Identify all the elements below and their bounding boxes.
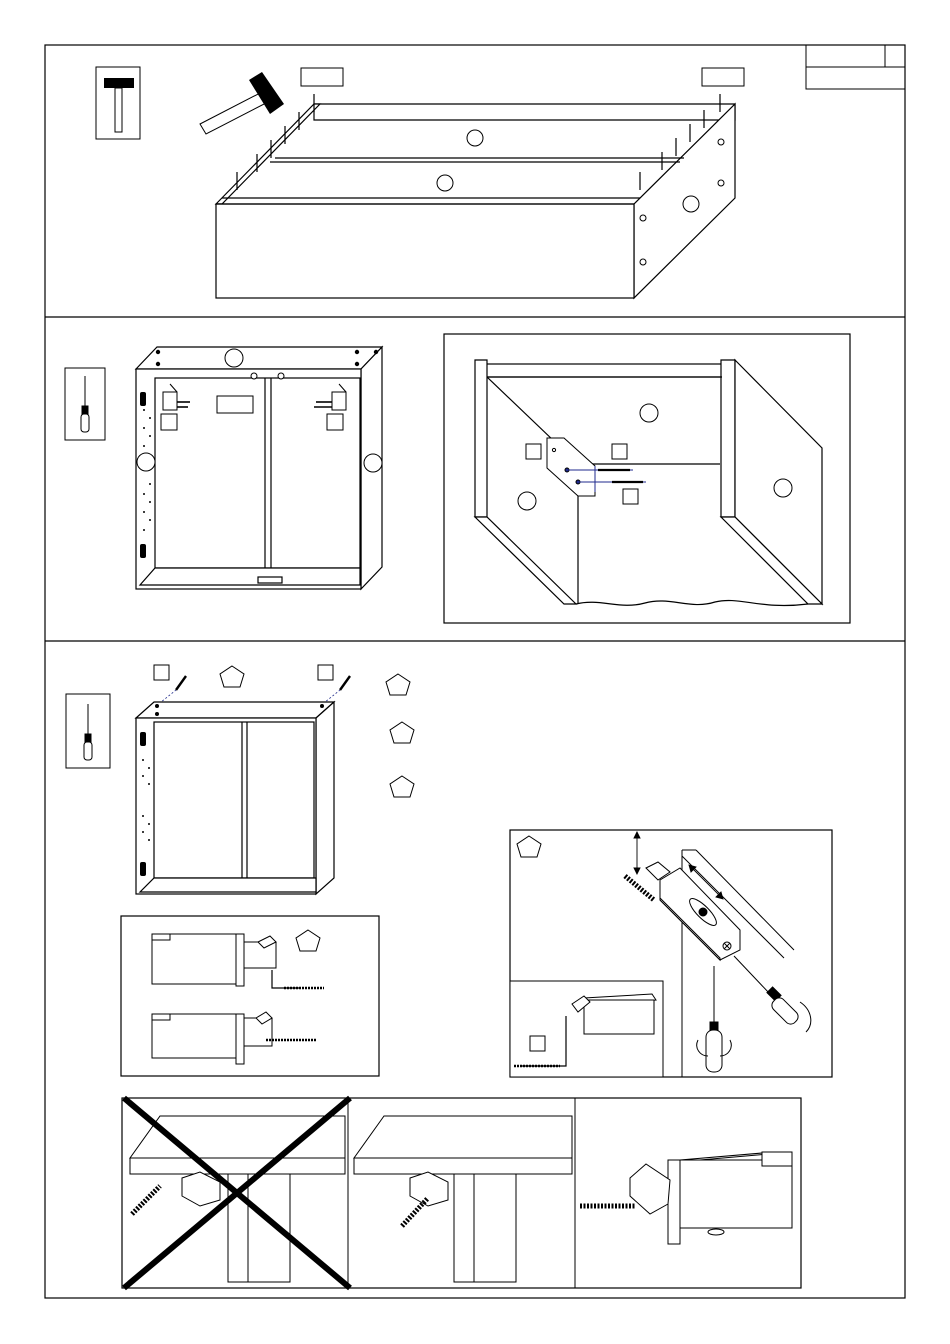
cabinet-front-view-step3 [136,702,334,894]
inset-label-square [530,1036,545,1051]
screwdriver-icon [81,376,89,432]
part-marker-shelf [437,175,453,191]
cabinet-front-view [136,347,382,589]
mounting-views-strip [122,1098,801,1288]
label-square-left [161,414,177,430]
hammer-tool-box [96,67,140,139]
hammer-illustration [200,72,284,134]
part-marker-side [683,196,699,212]
detail-square-left [526,444,541,459]
part-marker-right-side [364,454,382,472]
hammer-icon [104,78,134,132]
nail-label-box-left [301,68,343,86]
screwdriver-tool-box-step3 [66,694,110,768]
pentagon-marker-1 [386,674,410,695]
pentagon-marker-list [386,674,414,797]
pentagon-marker-2 [390,722,414,743]
screwdriver-tool-box-step2 [65,368,105,440]
pentagon-marker-3 [390,776,414,797]
step-2-section [65,334,850,623]
bracket-detail-panel [444,334,850,623]
label-square-left-step3 [154,665,169,680]
page-number-box [806,45,905,89]
label-square-right [327,414,343,430]
part-marker-back [467,130,483,146]
label-square-right-step3 [318,665,333,680]
center-label-box [217,396,253,413]
detail-square-bottom [623,489,638,504]
detail-square-top [612,444,627,459]
height-adjust-detail [510,830,832,1077]
step-3-section [66,665,832,1288]
pentagon-marker-top [220,666,244,687]
step-1-section [96,67,744,298]
screwdriver-icon [84,704,92,760]
part-marker-top [225,349,243,367]
hanger-inset [510,981,663,1077]
nail-label-box-right [702,68,744,86]
part-marker-left-side [137,453,155,471]
hanger-assembly-detail [121,916,379,1076]
